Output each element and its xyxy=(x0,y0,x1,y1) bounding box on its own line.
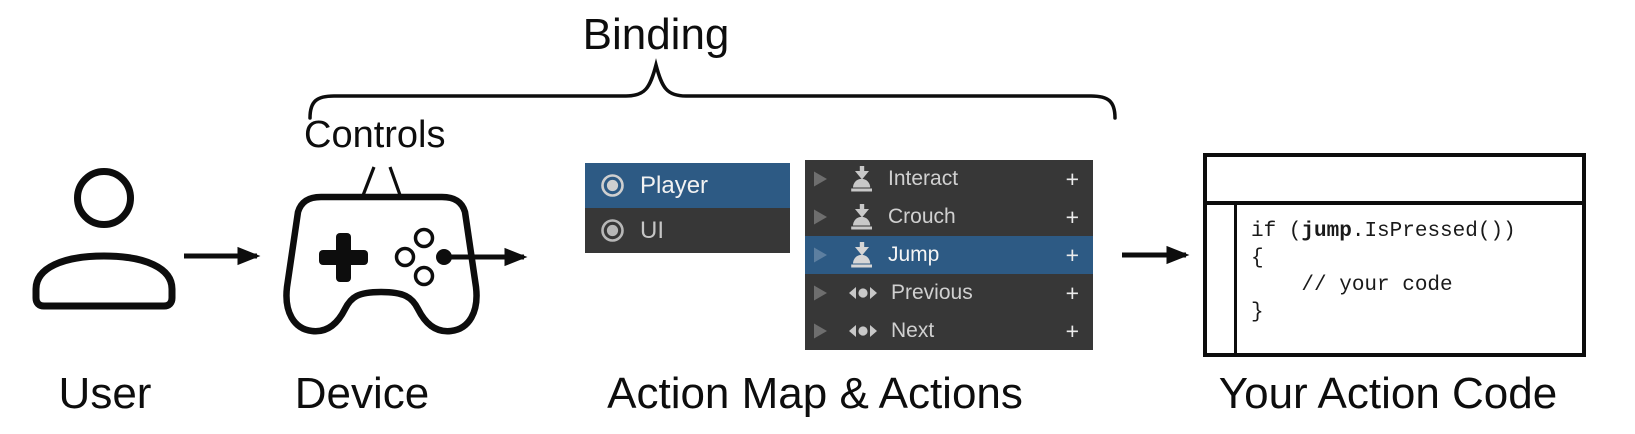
add-binding-button[interactable]: + xyxy=(1065,317,1079,344)
device-stage-label: Device xyxy=(294,369,430,418)
action-row-crouch[interactable]: Crouch + xyxy=(805,198,1093,236)
action-label: Previous xyxy=(891,281,973,304)
action-label: Interact xyxy=(888,167,959,190)
code-window-gutter xyxy=(1207,205,1237,353)
foldout-triangle-icon[interactable] xyxy=(814,209,827,225)
foldout-triangle-icon[interactable] xyxy=(814,247,827,263)
code-line-close-brace: } xyxy=(1251,301,1264,324)
gamepad-buttons-icon xyxy=(394,227,452,287)
binding-label: Binding xyxy=(582,10,730,59)
user-icon xyxy=(32,168,176,310)
action-label: Jump xyxy=(888,243,940,266)
code-snippet: if (jump.IsPressed()) { // your code } xyxy=(1237,205,1516,353)
action-row-jump[interactable]: Jump + xyxy=(805,236,1093,274)
axis-icon xyxy=(848,286,878,300)
controls-label: Controls xyxy=(304,114,446,156)
add-binding-button[interactable]: + xyxy=(1065,241,1079,268)
foldout-triangle-icon[interactable] xyxy=(814,171,827,187)
code-line-comment: // your code xyxy=(1251,274,1453,297)
button-press-icon xyxy=(848,242,875,268)
foldout-triangle-icon[interactable] xyxy=(814,285,827,301)
action-map-stage-label: Action Map & Actions xyxy=(607,369,1023,418)
gamepad-dpad-icon xyxy=(319,233,368,282)
user-stage-label: User xyxy=(58,369,152,418)
code-window-titlebar xyxy=(1207,157,1582,205)
code-keyword-jump: jump xyxy=(1301,220,1352,243)
binding-brace xyxy=(308,58,1117,120)
action-code-stage-label: Your Action Code xyxy=(1218,369,1558,418)
add-binding-button[interactable]: + xyxy=(1065,165,1079,192)
actions-panel: Interact + Crouch + xyxy=(805,160,1093,350)
add-binding-button[interactable]: + xyxy=(1065,279,1079,306)
action-row-interact[interactable]: Interact + xyxy=(805,160,1093,198)
code-line-open-brace: { xyxy=(1251,247,1264,270)
foldout-triangle-icon[interactable] xyxy=(814,323,827,339)
action-map-icon xyxy=(601,219,624,242)
action-map-label: UI xyxy=(640,216,664,244)
action-map-panel: Player UI xyxy=(585,163,790,253)
axis-icon xyxy=(848,324,878,338)
action-map-icon xyxy=(601,174,624,197)
button-press-icon xyxy=(848,166,875,192)
action-row-next[interactable]: Next + xyxy=(805,312,1093,350)
action-label: Crouch xyxy=(888,205,956,228)
gamepad-icon xyxy=(283,193,480,335)
action-label: Next xyxy=(891,319,935,342)
action-code-window: if (jump.IsPressed()) { // your code } xyxy=(1203,153,1586,357)
action-map-label: Player xyxy=(640,171,709,199)
action-row-previous[interactable]: Previous + xyxy=(805,274,1093,312)
add-binding-button[interactable]: + xyxy=(1065,203,1079,230)
code-line-if: if (jump.IsPressed()) xyxy=(1251,220,1516,243)
action-map-row-ui[interactable]: UI xyxy=(585,208,790,253)
button-press-icon xyxy=(848,204,875,230)
action-map-row-player[interactable]: Player xyxy=(585,163,790,208)
